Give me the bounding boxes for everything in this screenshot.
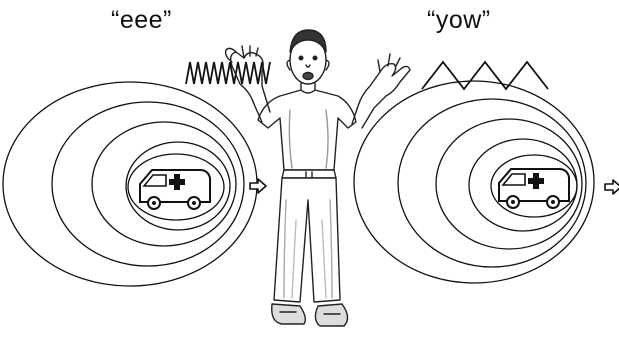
listener-person (226, 30, 410, 326)
left-wavefront-1 (3, 82, 257, 286)
left-ambulance-icon (140, 170, 210, 209)
left-wavefronts (3, 82, 257, 286)
right-ambulance-icon (499, 169, 569, 208)
right-motion-arrow-icon (605, 180, 619, 194)
left-motion-arrow-icon (250, 179, 266, 193)
high-frequency-wave-icon (186, 62, 270, 84)
